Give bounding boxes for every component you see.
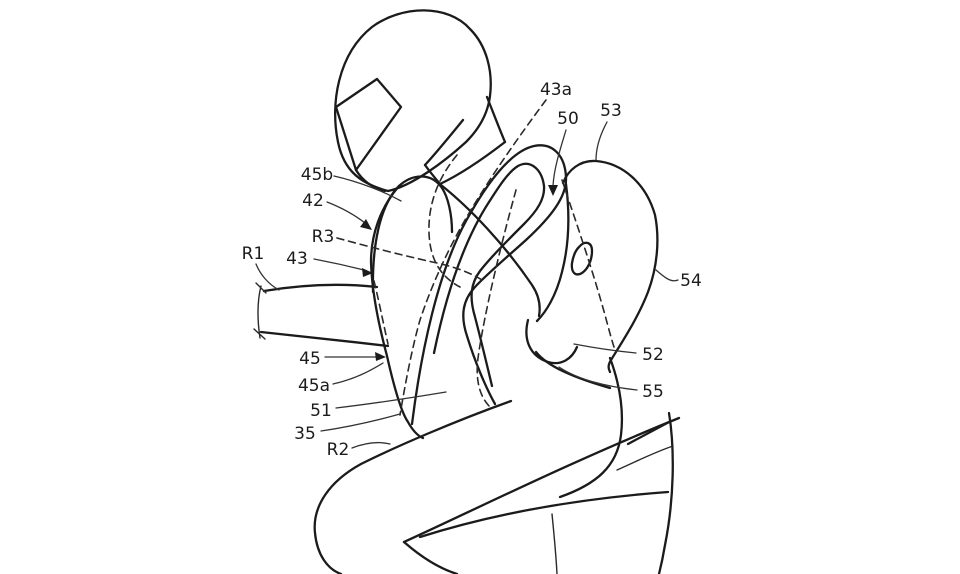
figure-label-R1: R1 xyxy=(242,244,265,264)
grip-lever-shape xyxy=(570,241,594,276)
far-arm-outline xyxy=(561,159,659,374)
seat-step-thin-line xyxy=(616,445,674,471)
dashed-line-arm xyxy=(561,179,615,348)
leader-54 xyxy=(655,269,679,282)
figure-label-43: 43 xyxy=(286,249,308,269)
leader-42 xyxy=(326,201,366,224)
fairing-line-upper xyxy=(402,416,681,544)
leader-50 xyxy=(552,129,567,187)
hip-outline xyxy=(558,356,624,499)
leader-53 xyxy=(595,121,608,161)
leader-55 xyxy=(558,366,638,391)
leader-R1 xyxy=(255,263,280,291)
figure-label-35: 35 xyxy=(294,424,316,444)
figure-label-53: 53 xyxy=(600,101,622,121)
arrowhead-43 xyxy=(362,268,373,277)
leader-43 xyxy=(313,258,365,271)
far-arm-inner-edge xyxy=(535,182,570,323)
arrowhead-42 xyxy=(360,219,372,230)
forearm-bottom-edge xyxy=(259,330,390,348)
dashed-chest-loop xyxy=(428,154,461,288)
forearm-cut-end xyxy=(253,282,267,340)
airbag-inner-edge xyxy=(432,162,546,388)
shoulder-pad-outline xyxy=(371,175,454,294)
neck-back-line xyxy=(485,95,507,144)
figure-label-54: 54 xyxy=(680,271,702,291)
figure-label-45b: 45b xyxy=(301,165,333,185)
elbow-lower-edge xyxy=(534,350,612,390)
figure-label-50: 50 xyxy=(557,109,579,129)
dashed-line-43a xyxy=(399,99,547,416)
fairing-line-lower xyxy=(402,540,459,574)
dashed-line-to-seat xyxy=(476,189,517,408)
figure-label-R2: R2 xyxy=(327,440,350,460)
leader-51 xyxy=(335,391,447,409)
dashed-jacket-seg xyxy=(373,280,389,345)
figure-label-51: 51 xyxy=(310,401,332,421)
helmet-visor xyxy=(334,77,403,172)
arrowhead-45 xyxy=(375,352,386,361)
thigh-bottom-line xyxy=(418,490,670,539)
figure-label-52: 52 xyxy=(642,345,664,365)
jacket-front-edge xyxy=(369,184,425,440)
leader-35 xyxy=(320,413,401,432)
figure-label-45a: 45a xyxy=(298,376,330,396)
hand-pocket xyxy=(525,318,579,365)
airbag-outer-edge xyxy=(410,144,568,426)
torso-to-wrist-line xyxy=(439,183,541,318)
helmet-chin-line xyxy=(354,168,387,193)
arrowhead-50 xyxy=(548,185,558,196)
thigh-front-knee-outline xyxy=(313,399,513,574)
figure-label-55: 55 xyxy=(642,382,664,402)
figure-label-R3: R3 xyxy=(312,227,335,247)
knee-crease-line xyxy=(551,513,558,574)
figure-linework xyxy=(253,9,681,574)
neck-front-line xyxy=(423,118,465,167)
forearm-top-edge xyxy=(262,283,379,293)
leader-52 xyxy=(573,343,637,354)
leader-45b xyxy=(333,175,402,202)
figure-label-45: 45 xyxy=(299,349,321,369)
dashed-leader-R3 xyxy=(336,237,486,283)
leader-R2 xyxy=(351,441,391,449)
figure-label-43a: 43a xyxy=(540,80,572,100)
seat-step-line xyxy=(626,419,673,446)
helmet-outline xyxy=(334,9,492,193)
leader-45a xyxy=(332,362,384,385)
tail-edge-line xyxy=(657,411,674,574)
figure-label-42: 42 xyxy=(302,191,324,211)
